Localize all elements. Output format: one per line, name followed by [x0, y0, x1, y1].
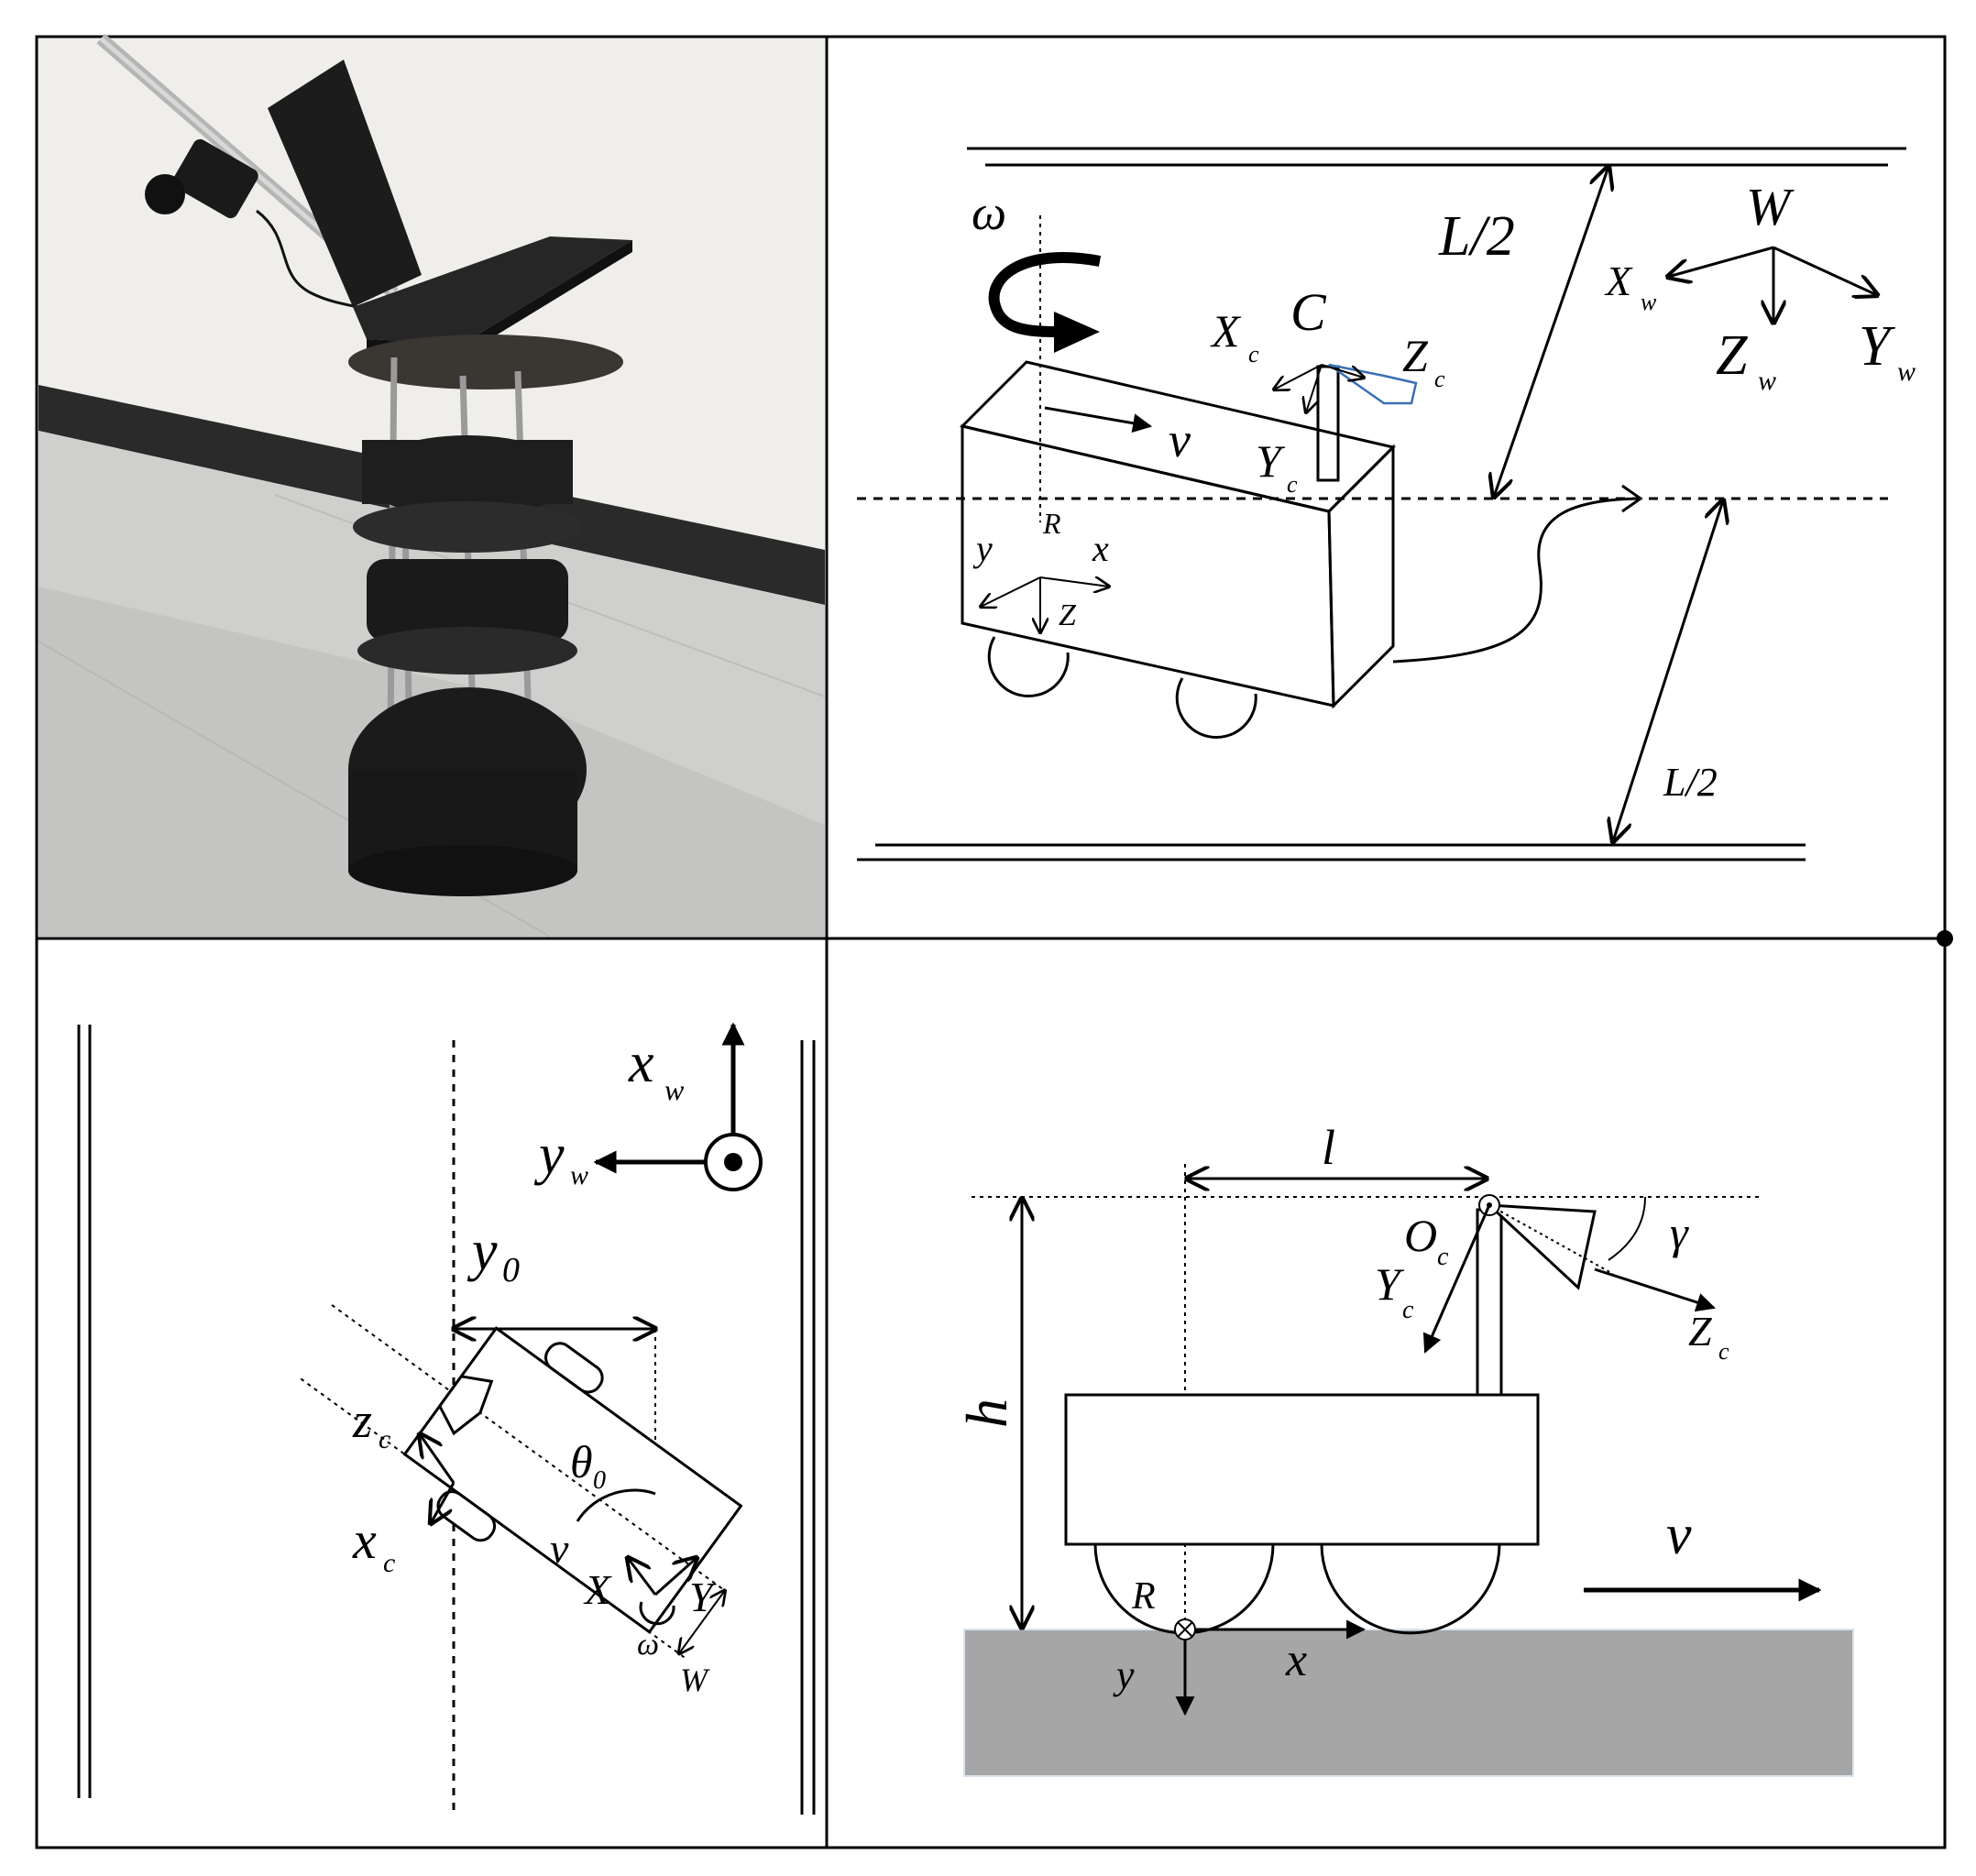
bl-yw-label: y	[533, 1124, 565, 1186]
bl-zc-sub: c	[379, 1424, 390, 1454]
bl-xc-label: x	[352, 1510, 377, 1570]
tr-W-label: W	[1746, 177, 1795, 236]
bl-zc-label: z	[352, 1393, 372, 1448]
diagram-side-view: l O c Y c γ Z c h R v x y	[954, 1120, 1854, 1777]
tr-Zw-label: Z	[1716, 324, 1748, 387]
tr-L-half-lower-label: L/2	[1663, 760, 1718, 805]
tr-Xw-sub: w	[1641, 289, 1657, 315]
tr-omega-label: ω	[972, 185, 1006, 240]
tr-L-half-upper-label: L/2	[1438, 205, 1515, 268]
tr-Yc-sub: c	[1287, 471, 1298, 498]
bl-W-label: W	[680, 1662, 710, 1698]
robot-photo	[38, 33, 826, 938]
diagram-top-view: x w y w y 0 z c x c θ 0 v X Y ω W	[77, 1022, 816, 1815]
tr-Xw-label: X	[1604, 258, 1633, 304]
bl-X-label: X	[583, 1566, 612, 1613]
bl-Y-label: Y	[689, 1574, 717, 1620]
bl-v-label: v	[550, 1525, 569, 1572]
br-Yc-sub: c	[1402, 1296, 1414, 1324]
br-R-label: R	[1131, 1575, 1156, 1618]
br-Oc-label: O	[1404, 1210, 1437, 1261]
bl-y0-label: y	[467, 1220, 498, 1282]
tr-Zw-sub: w	[1758, 366, 1776, 396]
br-Zc-label: Z	[1688, 1308, 1712, 1355]
bl-theta0-sub: 0	[593, 1466, 606, 1495]
tr-Z-label: Z	[1059, 598, 1077, 632]
diagram-corridor-perspective: ω v C X c Z c Y c R y x Z L/2 L/2 W X w …	[857, 147, 1916, 861]
bl-xw-sub: w	[664, 1073, 685, 1106]
bl-xc-sub: c	[383, 1548, 395, 1578]
tr-Zc-label: Z	[1402, 330, 1429, 381]
tr-v-label: v	[1169, 412, 1191, 467]
tr-Yw-label: Y	[1859, 315, 1895, 378]
tr-camera-C-label: C	[1290, 282, 1327, 342]
bl-xw-label: x	[628, 1032, 654, 1094]
tr-Xc-label: X	[1210, 305, 1242, 357]
tr-Xc-sub: c	[1248, 341, 1259, 368]
br-Oc-sub: c	[1437, 1243, 1449, 1271]
br-y-label: y	[1113, 1652, 1135, 1697]
tr-x-label: x	[1092, 528, 1109, 569]
bl-yw-sub: w	[570, 1160, 588, 1190]
bl-y0-sub: 0	[502, 1251, 520, 1289]
br-l-label: l	[1322, 1120, 1335, 1175]
tr-y-label: y	[972, 528, 993, 569]
br-v-label: v	[1666, 1504, 1692, 1566]
tr-Yc-label: Y	[1256, 435, 1286, 487]
br-Yc-label: Y	[1375, 1258, 1405, 1310]
br-Zc-sub: c	[1718, 1338, 1729, 1365]
tr-R-label: R	[1042, 507, 1061, 540]
tr-Zc-sub: c	[1434, 366, 1445, 392]
bl-omega-label: ω	[637, 1628, 659, 1662]
bl-theta0-label: θ	[570, 1436, 593, 1487]
br-gamma-label: γ	[1670, 1207, 1689, 1258]
panel-grid	[35, 35, 1953, 1849]
tr-Yw-sub: w	[1897, 357, 1916, 387]
br-x-label: x	[1285, 1634, 1307, 1686]
br-h-label: h	[954, 1399, 1019, 1428]
